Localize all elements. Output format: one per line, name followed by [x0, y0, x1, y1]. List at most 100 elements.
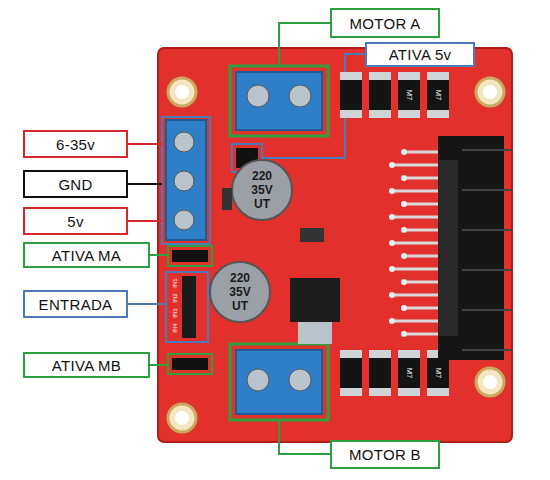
diode-lead [340, 72, 362, 80]
diode-lead [369, 388, 391, 396]
screw [174, 210, 194, 230]
callout-text: ATIVA 5v [389, 46, 452, 63]
screw [289, 369, 311, 391]
solder-pad [401, 253, 407, 259]
mount-hole-center [483, 375, 497, 389]
callout-box: ATIVA 5v [365, 42, 475, 67]
leader-line [128, 303, 166, 305]
heatsink [438, 136, 504, 360]
mount-hole [168, 404, 196, 432]
heatsink-fin [462, 229, 512, 231]
diode-marking: M7 [405, 367, 413, 378]
diode [398, 350, 420, 396]
screw [247, 369, 269, 391]
capacitor-value: 220 [230, 272, 250, 284]
callout-box: MOTOR A [330, 8, 440, 38]
diode [369, 350, 391, 396]
pin-name: IN4 [172, 323, 178, 332]
callout-box: 5v [23, 207, 128, 235]
chip-lead [392, 294, 440, 297]
diode [369, 72, 391, 118]
mount-hole [476, 78, 504, 106]
diode [427, 72, 449, 118]
callout-text: MOTOR B [349, 446, 421, 463]
chip-lead [404, 281, 440, 284]
mount-hole [168, 78, 196, 106]
capacitor-value: 35V [251, 184, 272, 196]
solder-pad [389, 240, 395, 246]
screw [289, 85, 311, 107]
solder-pad [401, 305, 407, 311]
callout-text: GND [58, 176, 92, 193]
chip-lead [404, 177, 440, 180]
mount-hole [476, 368, 504, 396]
diode-lead [340, 350, 362, 358]
diode-marking: M7 [405, 89, 413, 100]
screw-terminal [236, 350, 322, 414]
pin-name: IN2 [172, 293, 178, 302]
leader-line [279, 23, 330, 66]
solder-pad [389, 188, 395, 194]
callout-box: MOTOR B [330, 440, 440, 469]
leader-line [150, 364, 168, 366]
diode-lead [398, 110, 420, 118]
callout-box: ATIVA MA [23, 242, 150, 268]
callout-text: MOTOR A [350, 15, 421, 32]
screw [174, 171, 194, 191]
solder-pad [389, 162, 395, 168]
solder-pad [389, 266, 395, 272]
diode-lead [340, 110, 362, 118]
chip-lead [404, 255, 440, 258]
callout-outline [162, 117, 210, 244]
diode [340, 72, 362, 118]
chip-lead [392, 190, 440, 193]
smd-part [222, 188, 232, 210]
heatsink-fin [462, 269, 512, 271]
callout-text: ATIVA MB [52, 357, 121, 374]
chip-lead [392, 164, 440, 167]
capacitor-value: 35V [229, 286, 250, 298]
callout-outline [166, 272, 208, 342]
callout-box: GND [23, 170, 128, 198]
screw [247, 85, 269, 107]
mount-hole-center [483, 85, 497, 99]
capacitor-value: 220 [252, 170, 272, 182]
chip-lead [404, 333, 440, 336]
heatsink-fin [462, 149, 512, 151]
solder-pad [401, 149, 407, 155]
diode-lead [398, 72, 420, 80]
callout-text: ATIVA MA [52, 247, 121, 264]
screw [174, 132, 194, 152]
diode-lead [398, 350, 420, 358]
diode-lead [427, 110, 449, 118]
chip-lead [392, 320, 440, 323]
callout-box: 6-35v [23, 130, 128, 158]
smd-part [300, 228, 324, 242]
diode-lead [340, 388, 362, 396]
driver-chip [438, 160, 458, 336]
solder-pad [401, 175, 407, 181]
capacitor [232, 160, 292, 220]
leader-line [128, 143, 162, 145]
leader-line [150, 254, 168, 256]
heatsink-fin [462, 189, 512, 191]
chip-lead [404, 151, 440, 154]
solder-pad [389, 292, 395, 298]
diode-lead [427, 72, 449, 80]
chip-lead [392, 242, 440, 245]
screw-terminal [166, 120, 206, 240]
heatsink-fin [462, 309, 512, 311]
chip-lead [404, 307, 440, 310]
chip-lead [404, 203, 440, 206]
solder-pad [401, 227, 407, 233]
callout-box: ATIVA MB [23, 352, 150, 378]
capacitor-value: UT [232, 300, 248, 312]
jumper [172, 358, 208, 370]
callout-text: ENTRADA [39, 296, 113, 313]
regulator-tab [298, 322, 332, 344]
pcb-board [158, 48, 512, 442]
diode-lead [369, 72, 391, 80]
solder-pad [401, 331, 407, 337]
capacitor [210, 262, 270, 322]
